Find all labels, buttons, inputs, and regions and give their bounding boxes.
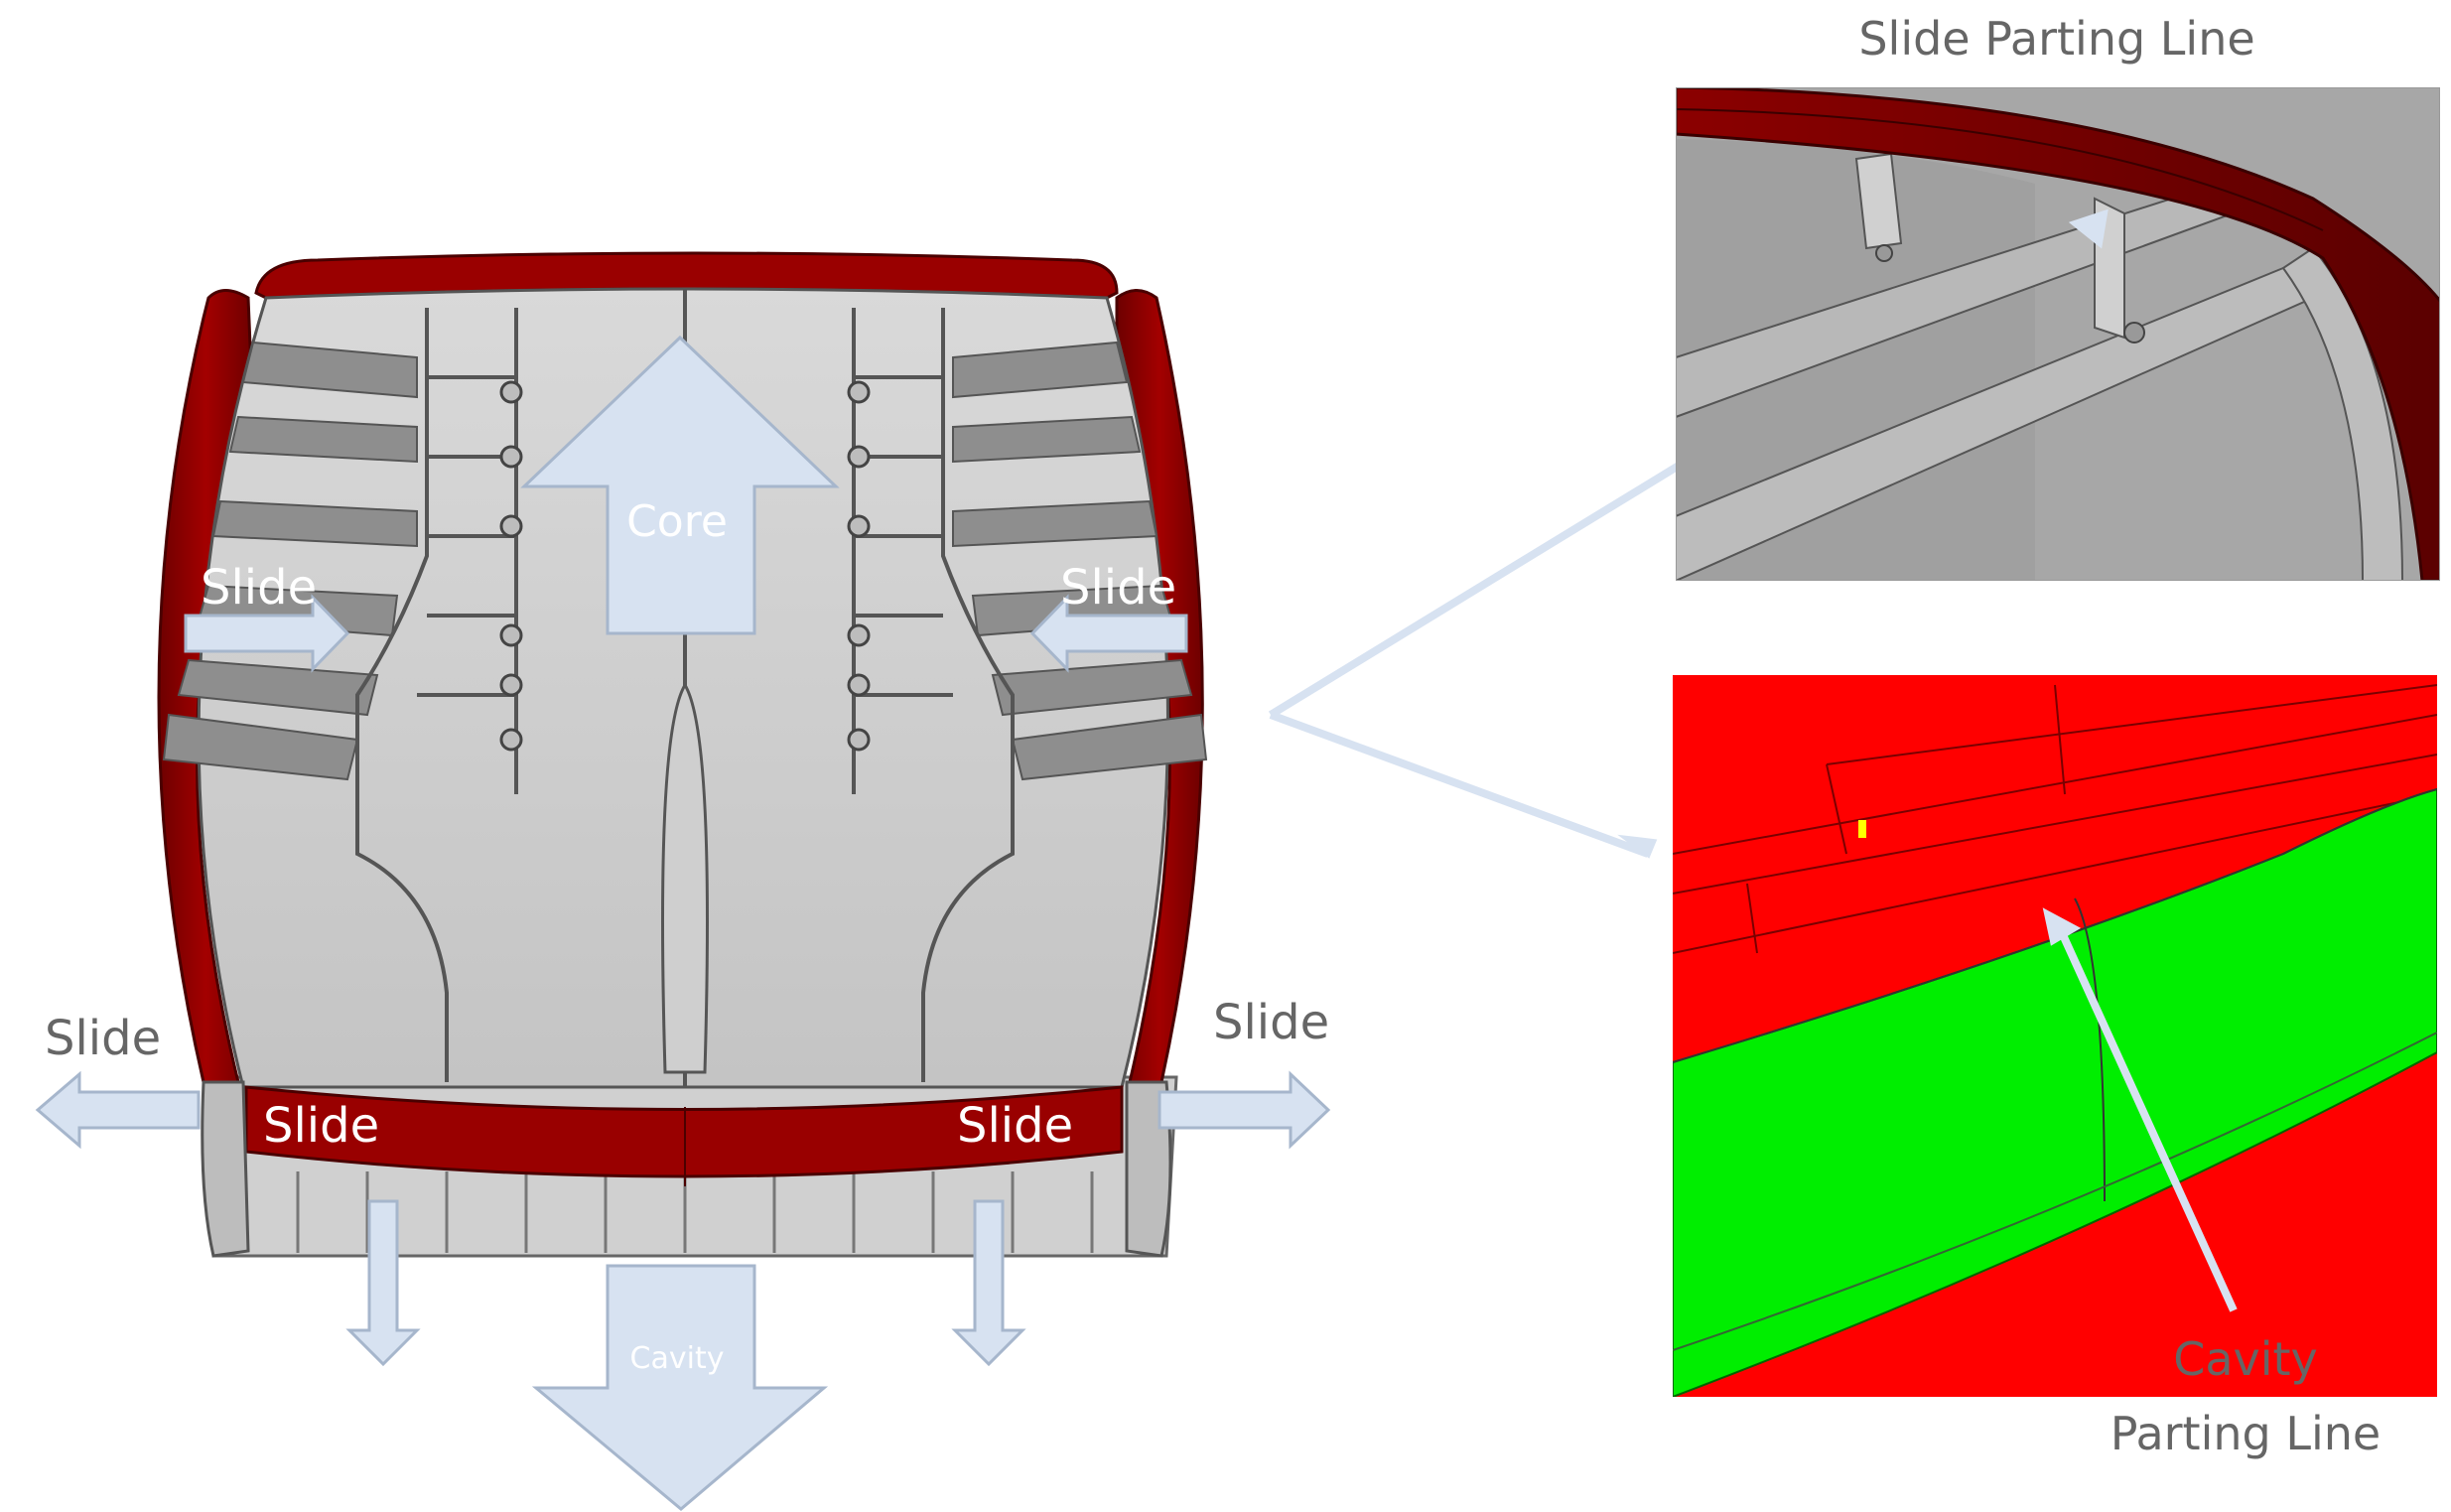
cavity-parting-line-caption-2: Parting Line <box>2111 1407 2381 1460</box>
slide-arrow-right-outer <box>1157 1070 1331 1150</box>
slide-label-left-outer: Slide <box>45 1011 161 1066</box>
foot-left <box>201 1080 250 1258</box>
bosses-right <box>847 380 871 752</box>
slide-label-bottom-left: Slide <box>263 1098 379 1154</box>
slide-arrow-left-inner <box>184 594 350 673</box>
bosses-left <box>499 380 523 752</box>
zoom2-pointer-arrow <box>2056 926 2238 1312</box>
center-slot <box>661 682 709 1074</box>
core-label: Core <box>626 496 728 547</box>
labels: Core Cavity Slide Slide Slide Slide Slid… <box>45 496 1329 1376</box>
cavity-label: Cavity <box>630 1341 725 1376</box>
slide-label-right-outer: Slide <box>1213 995 1329 1050</box>
slide-label-right-inner: Slide <box>1060 560 1176 616</box>
slide-arrow-left-outer <box>35 1070 201 1150</box>
ribs-left <box>162 341 418 781</box>
zoom-cavity-parting-line <box>1673 675 2437 1397</box>
ribs-right <box>952 341 1208 781</box>
molded-part <box>157 251 1208 1258</box>
slide-parting-line-caption: Slide Parting Line <box>1858 12 2254 66</box>
pull-arrows <box>35 335 1331 1511</box>
cavity-parting-line-caption-1: Cavity <box>2173 1332 2318 1386</box>
slide-label-bottom-right: Slide <box>957 1098 1073 1154</box>
zoom-slide-parting-line <box>1676 87 2440 581</box>
core-arrow <box>520 335 840 635</box>
base-ribs <box>296 1171 1094 1253</box>
slide-label-left-inner: Slide <box>201 560 317 616</box>
zoom1-red-slide <box>1676 87 2440 581</box>
cavity-arrow <box>531 1264 829 1511</box>
slide-arrow-down-right <box>951 1199 1026 1367</box>
slide-arrow-right-inner <box>1029 594 1188 673</box>
zoom1-pointer-arrow <box>2068 208 2109 249</box>
slide-arrow-down-left <box>345 1199 421 1367</box>
